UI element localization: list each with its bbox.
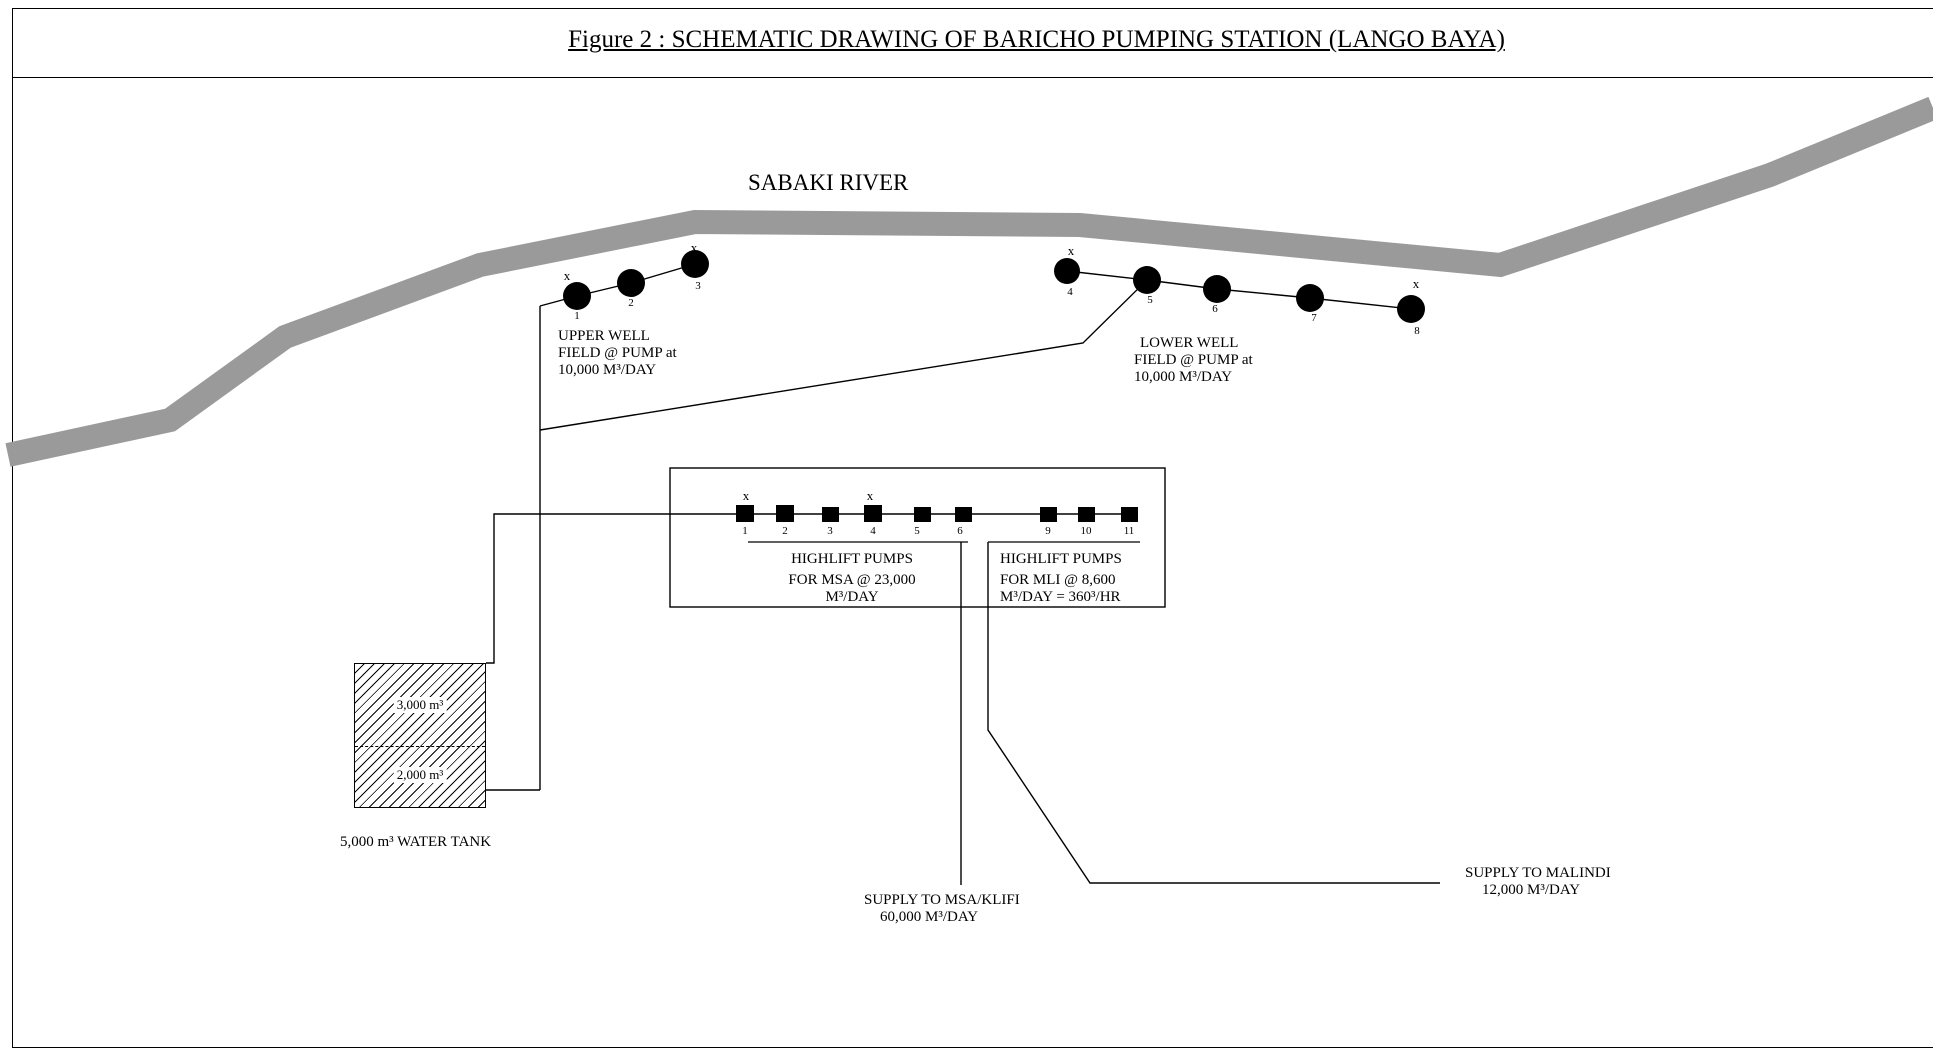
water-tank: 3,000 m³ 2,000 m³	[354, 663, 486, 808]
well-marker-1: x	[563, 268, 571, 283]
well-number-6: 6	[1212, 303, 1218, 315]
mli-highlift-label: HIGHLIFT PUMPS FOR MLI @ 8,600 M³/DAY = …	[1000, 551, 1122, 605]
well-number-1: 1	[574, 310, 580, 322]
lower-well-field-label: LOWER WELL FIELD @ PUMP at 10,000 M³/DAY	[1134, 335, 1253, 385]
pump-number-9: 9	[1045, 525, 1051, 537]
well-4	[1054, 258, 1080, 284]
well-number-3: 3	[695, 280, 701, 292]
well-6	[1203, 275, 1231, 303]
pump-house	[669, 467, 1166, 608]
pump-5	[914, 507, 931, 522]
title-separator	[12, 77, 1933, 78]
pump-4	[864, 505, 882, 522]
tank-label: 5,000 m³ WATER TANK	[340, 834, 492, 850]
tank-lower-capacity: 2,000 m³	[393, 767, 447, 783]
well-marker-8: x	[1412, 276, 1420, 291]
lower-well-collector	[539, 279, 1148, 431]
well-8	[1397, 295, 1425, 323]
pump-6	[955, 507, 972, 522]
pump-9	[1040, 507, 1057, 522]
well-number-8: 8	[1414, 325, 1420, 337]
upper-well-field-label: UPPER WELL FIELD @ PUMP at 10,000 M³/DAY	[558, 328, 677, 378]
malindi-supply-label: SUPPLY TO MALINDI 12,000 M³/DAY	[1465, 865, 1611, 898]
well-number-2: 2	[628, 297, 634, 309]
pump-number-11: 11	[1123, 525, 1135, 537]
pump-number-3: 3	[827, 525, 833, 537]
lower-well-pipe	[1066, 270, 1412, 310]
well-number-5: 5	[1147, 294, 1153, 306]
pump-number-6: 6	[957, 525, 963, 537]
pump-number-10: 10	[1080, 525, 1092, 537]
tank-upper-capacity: 3,000 m³	[393, 697, 447, 713]
pump-number-4: 4	[870, 525, 876, 537]
upper-well-pipe	[539, 263, 696, 307]
well-marker-3: x	[690, 240, 698, 255]
well-2	[617, 269, 645, 297]
pump-number-2: 2	[782, 525, 788, 537]
well-number-4: 4	[1067, 286, 1073, 298]
pump-3	[822, 507, 839, 522]
well-1	[563, 282, 591, 310]
tank-divider	[355, 746, 485, 747]
well-number-7: 7	[1311, 312, 1317, 324]
pump-2	[776, 505, 794, 522]
river-label: SABAKI RIVER	[748, 170, 909, 195]
msa-highlift-label: HIGHLIFT PUMPS FOR MSA @ 23,000 M³/DAY	[788, 551, 916, 605]
pump-11	[1121, 507, 1138, 522]
well-5	[1133, 266, 1161, 294]
pump-marker-4: x	[866, 488, 874, 503]
schematic-lines	[5, 96, 1933, 885]
well-7	[1296, 284, 1324, 312]
figure-title: Figure 2 : SCHEMATIC DRAWING OF BARICHO …	[568, 26, 1505, 53]
well-3	[681, 250, 709, 278]
pump-marker-1: x	[742, 488, 750, 503]
pump-number-5: 5	[914, 525, 920, 537]
well-marker-4: x	[1067, 243, 1075, 258]
malindi-supply-pipe	[987, 542, 1440, 884]
pump-number-1: 1	[742, 525, 748, 537]
msa-supply-label: SUPPLY TO MSA/KLIFI 60,000 M³/DAY	[864, 892, 1020, 925]
pump-10	[1078, 507, 1095, 522]
tank-outlet-pipe	[486, 513, 745, 664]
sabaki-river	[5, 96, 1933, 467]
pump-1	[736, 505, 754, 522]
